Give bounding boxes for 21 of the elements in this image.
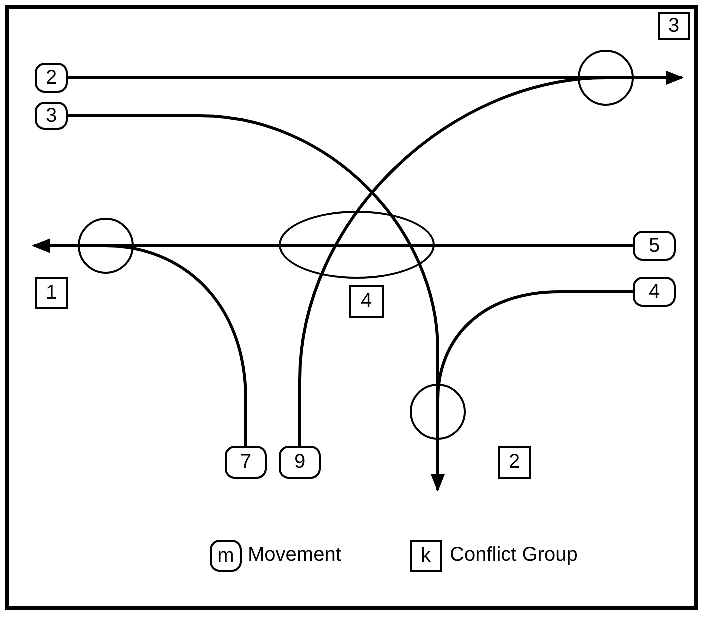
legend-text: Movement <box>248 544 342 567</box>
movement-arrow <box>298 70 684 446</box>
conflict-circle <box>279 211 435 279</box>
legend-conflict-symbol: k <box>410 540 442 572</box>
conflict-circle <box>78 218 134 274</box>
movement-arrow <box>32 238 248 446</box>
conflict-circle <box>410 384 466 440</box>
conflict-group-box: 4 <box>349 285 384 318</box>
legend-text: Conflict Group <box>450 544 578 567</box>
movement-badge: 4 <box>633 277 676 307</box>
movement-badge: 5 <box>633 231 676 261</box>
conflict-circle <box>578 50 634 106</box>
movement-badge: 2 <box>35 63 68 93</box>
conflict-group-box: 2 <box>498 446 531 479</box>
movement-badge: 7 <box>225 446 267 479</box>
legend-movement-symbol: m <box>210 540 242 572</box>
conflict-group-box: 3 <box>658 12 690 40</box>
movement-arrow <box>430 290 633 492</box>
movement-badge: 3 <box>35 102 68 130</box>
movement-badge: 9 <box>279 446 321 479</box>
conflict-group-box: 1 <box>35 277 68 309</box>
